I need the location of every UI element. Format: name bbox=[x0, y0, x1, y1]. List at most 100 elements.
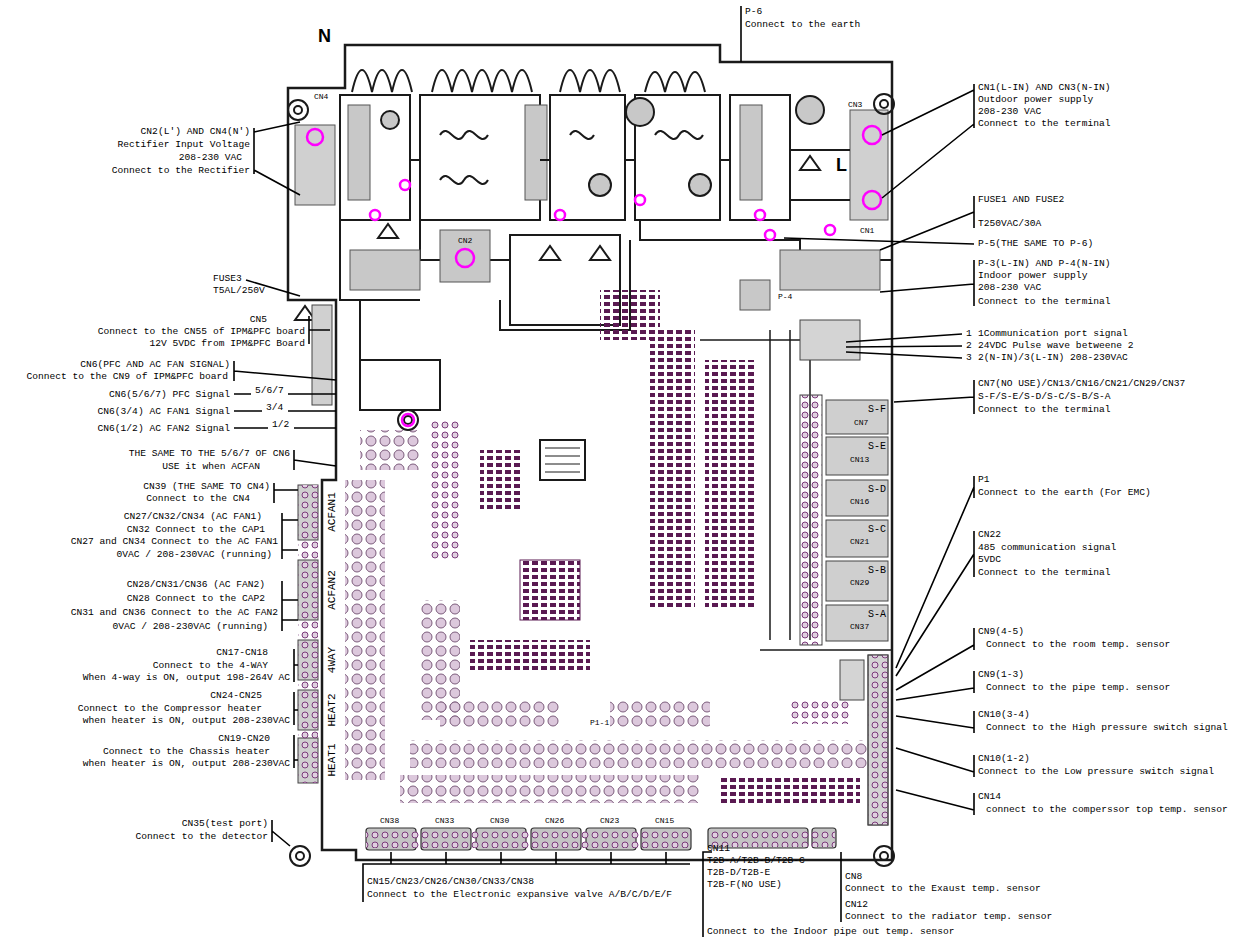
callout-text: THE SAME TO THE 5/6/7 OF CN6 bbox=[129, 448, 290, 459]
part-label: S-E bbox=[868, 441, 886, 453]
part-label: P1-1 bbox=[590, 718, 609, 727]
callout-text: CN22 bbox=[978, 529, 1001, 540]
part-label: S-F bbox=[868, 404, 886, 416]
part-label: S-A bbox=[868, 609, 886, 621]
part-label: 4WAY bbox=[326, 647, 339, 673]
callout-text: CN8 bbox=[845, 871, 862, 882]
callout-text: Connect to the earth (For EMC) bbox=[978, 487, 1151, 498]
part-label: S-D bbox=[868, 484, 886, 496]
callout-text: CN17-CN18 bbox=[216, 647, 268, 658]
callout-text: Connect to the Exaust temp. sensor bbox=[845, 883, 1041, 894]
callout-text: CN10(3-4) bbox=[978, 709, 1030, 720]
callout-text: Connect to the CN4 bbox=[146, 493, 250, 504]
callout-text: Connect to the terminal bbox=[978, 296, 1110, 307]
callout-text: 3 bbox=[966, 352, 972, 363]
board-outline bbox=[288, 45, 892, 860]
callout-text: CN6(1/2) AC FAN2 Signal bbox=[98, 423, 230, 434]
power-components bbox=[295, 95, 888, 320]
callout-text: when heater is ON, output 208-230VAC bbox=[83, 715, 290, 726]
callout-text: CN2(L') AND CN4(N') bbox=[141, 126, 250, 137]
part-label: CN38 bbox=[380, 816, 399, 825]
callout-text: connect to the comperssor top temp. sens… bbox=[986, 804, 1228, 815]
callout-text: 208-230 VAC bbox=[978, 282, 1041, 293]
callout-text: T250VAC/30A bbox=[978, 218, 1041, 229]
part-label: S-C bbox=[868, 524, 886, 536]
callout-text: Connect to the Indoor pipe out temp. sen… bbox=[707, 926, 955, 937]
part-label: CN26 bbox=[545, 816, 564, 825]
part-label: HEAT2 bbox=[326, 693, 339, 726]
callout-text: T2B-A/T2B-B/T2B-C bbox=[707, 855, 805, 866]
callout-text: 0VAC / 208-230VAC (running) bbox=[113, 621, 268, 632]
callout-text: 5/6/7 bbox=[255, 385, 284, 396]
callout-text: CN27 and CN34 Connect to the AC FAN1 bbox=[71, 536, 278, 547]
part-label: HEAT1 bbox=[326, 743, 339, 776]
callout-text: Connect to the 4-WAY bbox=[153, 660, 268, 671]
callout-text: T5AL/250V bbox=[213, 285, 265, 296]
part-label: CN16 bbox=[850, 497, 869, 506]
callout-text: P-3(L-IN) AND P-4(N-IN) bbox=[978, 258, 1110, 269]
callout-text: 1Communication port signal bbox=[978, 328, 1128, 339]
callout-text: Connect to the Rectifier bbox=[112, 165, 250, 176]
callout-text: CN27/CN32/CN34 (AC FAN1) bbox=[124, 511, 262, 522]
callout-text: Connect to the Compressor heater bbox=[78, 703, 262, 714]
callout-text: 485 communication signal bbox=[978, 542, 1116, 553]
part-label: CN23 bbox=[600, 816, 619, 825]
callout-text: Connect to the terminal bbox=[978, 404, 1110, 415]
callout-text: CN28 Connect to the CAP2 bbox=[127, 593, 265, 604]
callout-text: CN9(1-3) bbox=[978, 669, 1024, 680]
callout-text: Connect to the High pressure switch sign… bbox=[986, 722, 1228, 733]
callout-text: CN6(PFC AND AC FAN SIGNAL) bbox=[80, 359, 230, 370]
callout-text: P-6 bbox=[745, 6, 762, 17]
part-label: CN2 bbox=[458, 236, 472, 245]
callout-text: CN5 bbox=[250, 314, 267, 325]
bottom-connectors bbox=[366, 828, 836, 850]
callout-text: Connect to the Chassis heater bbox=[103, 746, 270, 757]
callout-text: CN28/CN31/CN36 (AC FAN2) bbox=[127, 579, 265, 590]
callout-text: FUSE3 bbox=[213, 273, 242, 284]
callout-text: when heater is ON, output 208-230VAC bbox=[83, 758, 290, 769]
callout-text: T2B-D/T2B-E bbox=[707, 867, 770, 878]
callout-text: N bbox=[318, 26, 331, 47]
part-label: CN4 bbox=[314, 92, 328, 101]
callout-text: CN32 Connect to the CAP1 bbox=[127, 524, 265, 535]
component-arrays bbox=[360, 290, 880, 803]
callout-text: Connect to the detector bbox=[136, 831, 268, 842]
callout-text: CN10(1-2) bbox=[978, 753, 1030, 764]
part-label: CN30 bbox=[490, 816, 509, 825]
callout-text: CN9(4-5) bbox=[978, 626, 1024, 637]
part-label: CN21 bbox=[850, 537, 869, 546]
mounting-holes bbox=[288, 94, 894, 866]
part-label: CN15 bbox=[655, 816, 674, 825]
callout-text: 2 bbox=[966, 340, 972, 351]
callout-text: Connect to the terminal bbox=[978, 567, 1110, 578]
coil-outline bbox=[352, 70, 705, 92]
callout-text: CN6(5/6/7) PFC Signal bbox=[109, 389, 230, 400]
callout-text: USE it when ACFAN bbox=[162, 461, 260, 472]
callout-text: P-5(THE SAME TO P-6) bbox=[978, 238, 1093, 249]
callout-text: P1 bbox=[978, 474, 990, 485]
callout-text: CN39 (THE SAME TO CN4) bbox=[143, 481, 270, 492]
part-label: ACFAN2 bbox=[326, 570, 339, 610]
callout-text: CN14 bbox=[978, 791, 1001, 802]
callout-text: 208-230 VAC bbox=[978, 106, 1041, 117]
callout-text: CN1(L-IN) AND CN3(N-IN) bbox=[978, 82, 1110, 93]
callout-text: Rectifier Input Voltage bbox=[118, 139, 250, 150]
leader-lines bbox=[234, 6, 974, 937]
callout-text: Connect to the pipe temp. sensor bbox=[986, 682, 1170, 693]
callout-text: CN19-CN20 bbox=[218, 733, 270, 744]
callout-text: CN6(3/4) AC FAN1 Signal bbox=[98, 406, 230, 417]
callout-text: L bbox=[836, 155, 847, 176]
callout-text: Connect to the CN55 of IPM&PFC board bbox=[98, 326, 305, 337]
callout-text: 208-230 VAC bbox=[179, 152, 242, 163]
callout-text: 0VAC / 208-230VAC (running) bbox=[117, 549, 272, 560]
callout-text: When 4-way is ON, output 198-264V AC bbox=[83, 672, 290, 683]
callout-text: Connect to the radiator temp. sensor bbox=[845, 911, 1052, 922]
callout-text: Connect to the earth bbox=[745, 19, 860, 30]
callout-text: CN31 and CN36 Connect to the AC FAN2 bbox=[71, 607, 278, 618]
callout-text: CN35(test port) bbox=[182, 818, 268, 829]
callout-text: 5VDC bbox=[978, 554, 1001, 565]
left-connectors bbox=[298, 305, 385, 783]
callout-text: 1/2 bbox=[272, 419, 289, 430]
callout-text: Outdoor power supply bbox=[978, 94, 1093, 105]
callout-text: FUSE1 AND FUSE2 bbox=[978, 194, 1064, 205]
